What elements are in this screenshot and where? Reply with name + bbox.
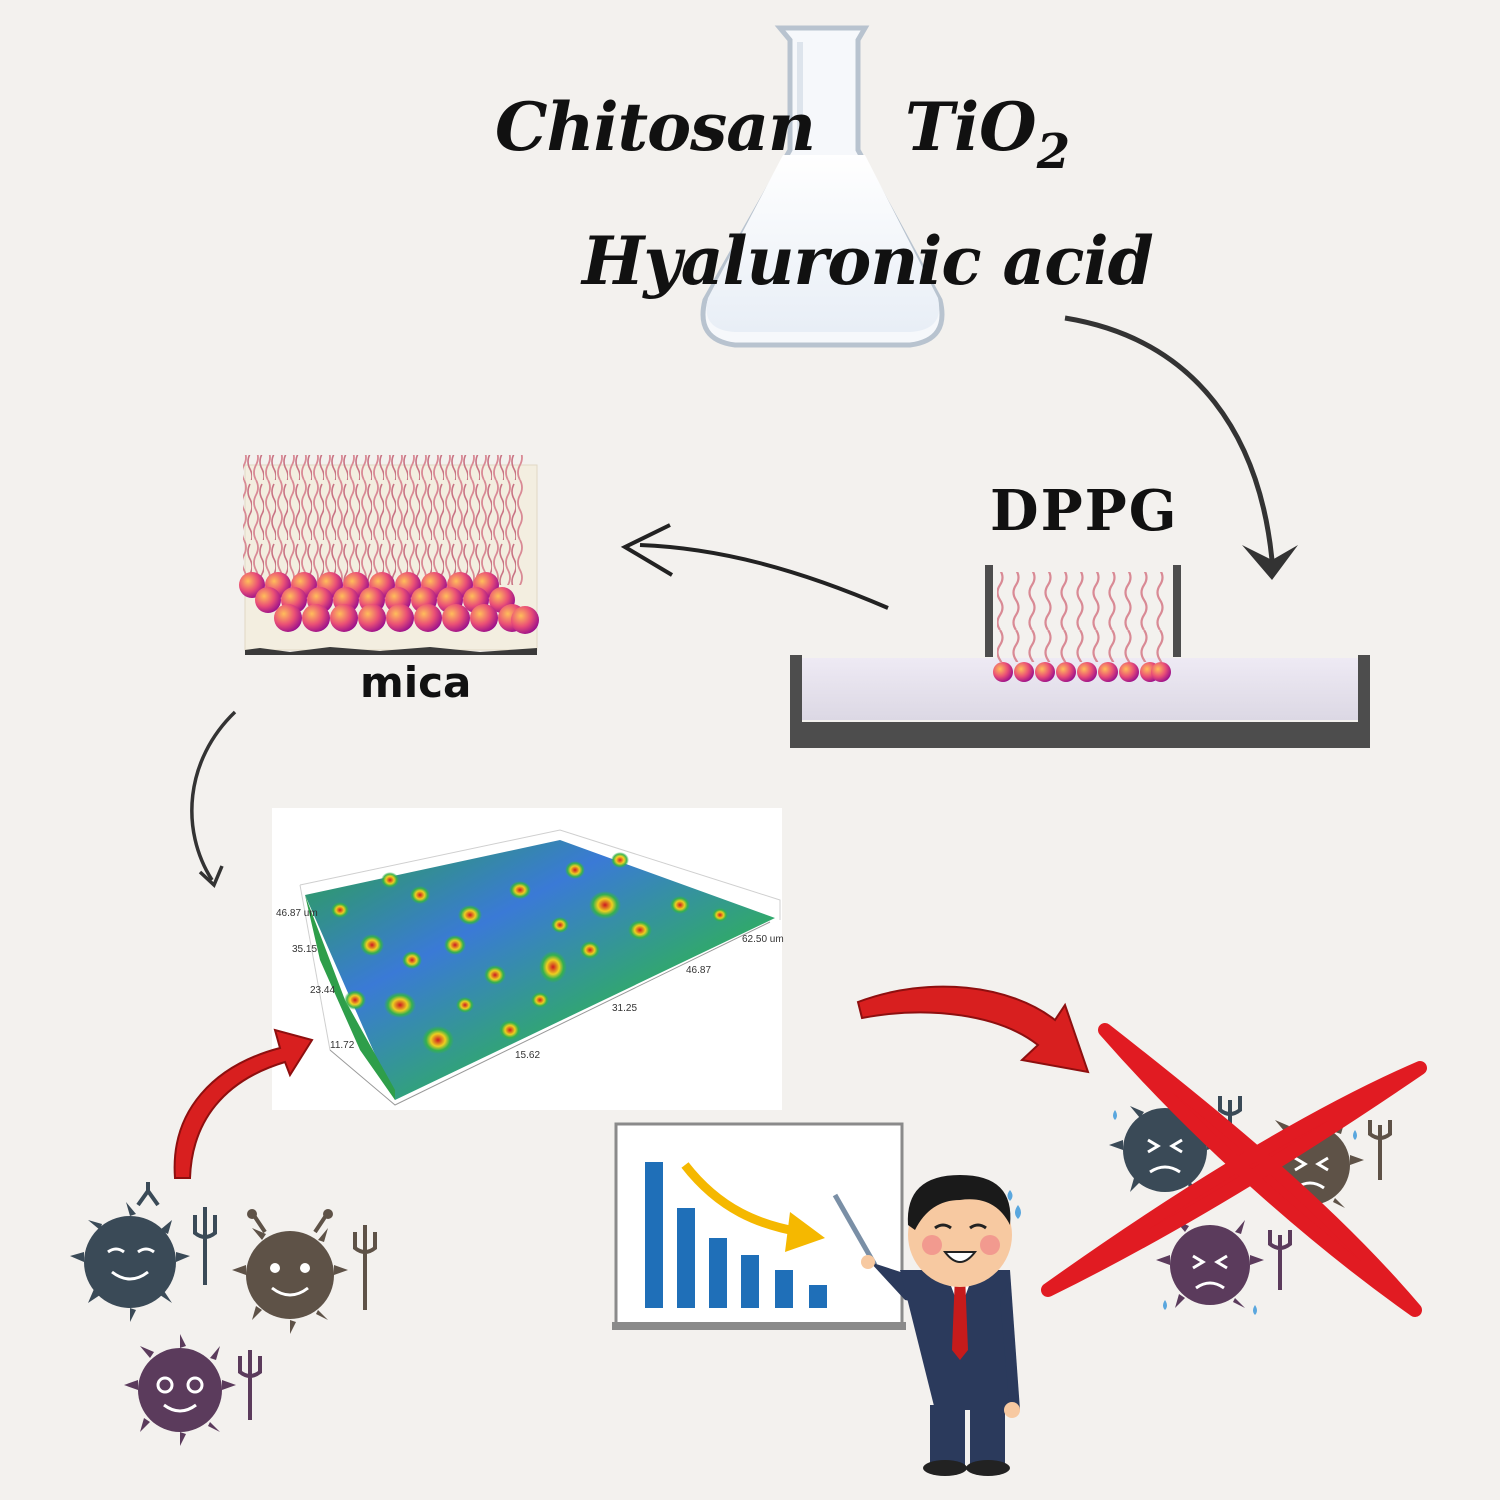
- afm-topography-image: [272, 808, 782, 1110]
- substrate-label: mica: [360, 658, 472, 707]
- afm-x-tick: 46.87: [686, 965, 712, 976]
- langmuir-trough: [790, 565, 1370, 748]
- reagent-tio2-subscript: 2: [1036, 124, 1071, 180]
- afm-y-tick: 11.72: [330, 1040, 355, 1051]
- mica-substrate: [239, 455, 539, 655]
- presenter: [832, 1175, 1021, 1476]
- flask: [700, 25, 945, 348]
- microbe-dark-blue-sad: [1109, 1096, 1242, 1192]
- bar-5: [775, 1270, 793, 1308]
- microbe-purple-sad: [1156, 1220, 1292, 1315]
- reagent-tio2: TiO2: [905, 88, 1070, 180]
- red-arrow-right: [856, 985, 1090, 1074]
- reagent-chitosan: Chitosan: [495, 88, 816, 166]
- bar-1: [645, 1162, 663, 1308]
- bar-3: [709, 1238, 727, 1308]
- afm-x-tick: 62.50 um: [742, 934, 784, 945]
- whiteboard-chart: [612, 1122, 906, 1330]
- reagent-tio2-main: TiO: [905, 88, 1037, 166]
- bacteria-group: [70, 1182, 377, 1446]
- arrow-to-afm: [190, 710, 237, 881]
- bar-2: [677, 1208, 695, 1308]
- arrow-to-mica: [639, 543, 889, 610]
- dppg-monolayer-heads: [993, 662, 1171, 682]
- red-arrow-up: [173, 1028, 314, 1179]
- red-cross: [1041, 1023, 1427, 1317]
- mica-monolayer-heads: [239, 572, 539, 634]
- microbe-brown: [232, 1209, 377, 1334]
- bar-6: [809, 1285, 827, 1308]
- afm-x-tick: 31.25: [612, 1003, 638, 1014]
- lipid-label: DPPG: [990, 478, 1179, 544]
- bar-4: [741, 1255, 759, 1308]
- afm-y-tick: 23.44: [310, 985, 336, 996]
- reagent-hyaluronic-acid: Hyaluronic acid: [582, 222, 1154, 300]
- arrow-to-trough: [1064, 315, 1275, 561]
- afm-y-tick: 35.15: [292, 944, 318, 955]
- microbe-purple: [124, 1334, 262, 1446]
- afm-y-tick: 46.87 um: [276, 908, 318, 919]
- inhibited-bacteria: [1041, 1023, 1427, 1317]
- microbe-dark-blue: [70, 1182, 217, 1322]
- afm-x-tick: 15.62: [515, 1050, 541, 1061]
- trend-arrow: [681, 1162, 801, 1237]
